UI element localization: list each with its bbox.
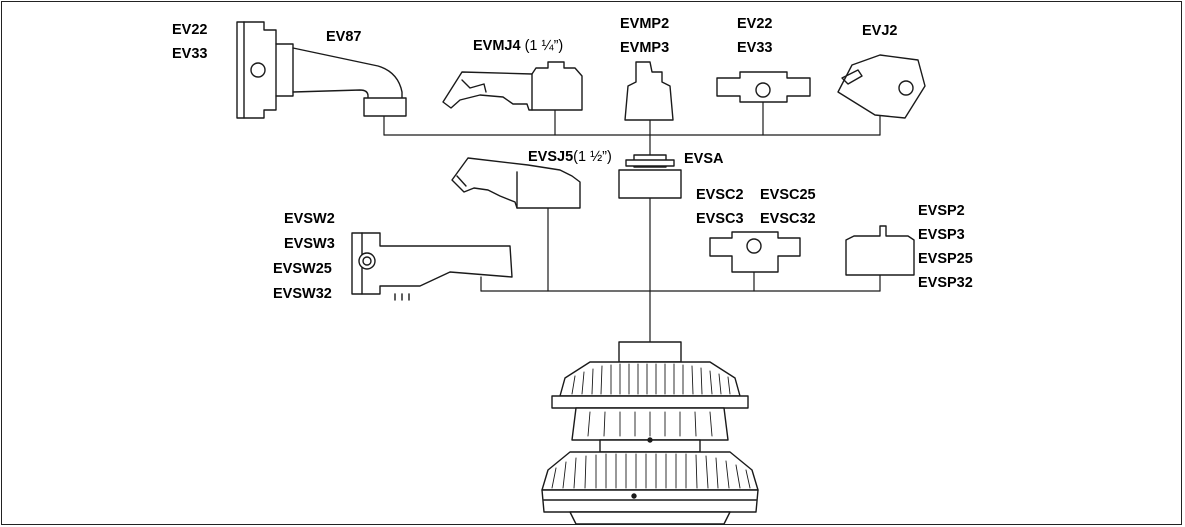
connector-lines bbox=[383, 101, 881, 343]
label-evsw32: EVSW32 bbox=[273, 286, 332, 302]
evsa-part bbox=[618, 154, 682, 199]
label-ev22-left: EV22 bbox=[172, 22, 208, 38]
label-evsj5-code: EVSJ5 bbox=[528, 149, 574, 165]
swivel-base-part bbox=[541, 341, 759, 525]
label-ev22-right: EV22 bbox=[737, 16, 773, 32]
label-evsc32: EVSC32 bbox=[760, 211, 816, 227]
label-evj2: EVJ2 bbox=[862, 23, 898, 39]
ev22-ev33-right-part bbox=[716, 71, 811, 103]
evsw-part bbox=[351, 232, 513, 301]
label-evsa: EVSA bbox=[684, 151, 724, 167]
evmj4-part bbox=[442, 61, 583, 111]
label-evsc3: EVSC3 bbox=[696, 211, 744, 227]
label-evsc25: EVSC25 bbox=[760, 187, 816, 203]
evj2-part bbox=[837, 54, 926, 119]
label-ev33-right: EV33 bbox=[737, 40, 773, 56]
label-evsj5-size: (1 ½”) bbox=[573, 149, 612, 165]
label-evmj4: EVMJ4 (1 ¼”) bbox=[473, 39, 563, 54]
label-evsj5: EVSJ5(1 ½”) bbox=[528, 150, 612, 165]
label-evsp2: EVSP2 bbox=[918, 203, 965, 219]
label-evsp32: EVSP32 bbox=[918, 275, 973, 291]
evsp-part bbox=[845, 225, 915, 276]
label-evmj4-code: EVMJ4 bbox=[473, 38, 521, 54]
label-evsc2: EVSC2 bbox=[696, 187, 744, 203]
label-evsp25: EVSP25 bbox=[918, 251, 973, 267]
label-evmj4-size: (1 ¼”) bbox=[520, 38, 564, 54]
label-evmp3: EVMP3 bbox=[620, 40, 670, 56]
ev87-elbow-part bbox=[236, 21, 407, 119]
label-evsw3: EVSW3 bbox=[284, 236, 335, 252]
label-evmp2: EVMP2 bbox=[620, 16, 670, 32]
label-evsw25: EVSW25 bbox=[273, 261, 332, 277]
evsj5-part bbox=[451, 157, 581, 209]
label-evsw2: EVSW2 bbox=[284, 211, 335, 227]
evmp-part bbox=[624, 61, 674, 121]
label-ev33-left: EV33 bbox=[172, 46, 208, 62]
evsc-part bbox=[709, 231, 801, 273]
label-evsp3: EVSP3 bbox=[918, 227, 965, 243]
label-ev87: EV87 bbox=[326, 29, 362, 45]
